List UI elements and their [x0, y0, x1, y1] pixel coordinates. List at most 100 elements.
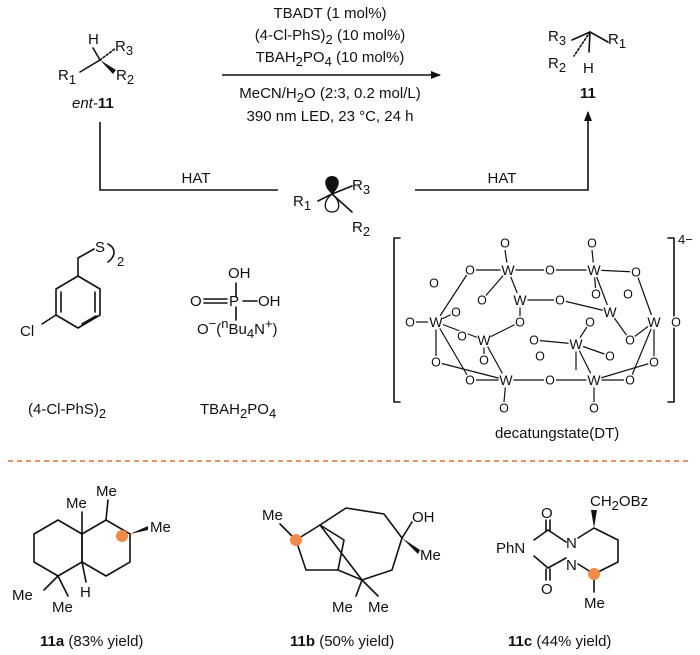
condition-disulfide: (4-Cl-PhS)2 (10 mol%) — [255, 27, 406, 47]
11c-site-dot — [588, 568, 600, 580]
dt-oxygen-backdrop — [450, 306, 462, 318]
11c-o-top: O — [541, 505, 553, 522]
phos-o: O — [190, 293, 202, 310]
dt-tungsten-atom: W — [587, 372, 601, 388]
11a-me-right: Me — [150, 519, 171, 536]
phos-oh2: OH — [258, 293, 281, 310]
dt-oxygen-atom: O — [623, 288, 633, 302]
dt-oxygen-atom: O — [671, 316, 681, 330]
dt-oxygen-backdrop — [588, 402, 600, 414]
sm-r3: R3 — [115, 38, 133, 58]
dt-bond — [593, 361, 655, 381]
11a-h: H — [80, 584, 91, 601]
11a-caption: 11a (83% yield) — [40, 633, 143, 650]
dt-tungsten-backdrop — [646, 314, 662, 330]
11c-phn: PhN — [496, 540, 525, 557]
hat-cycle: HAT HAT — [99, 111, 592, 191]
dt-oxygen-atom: O — [405, 316, 415, 330]
dt-oxygen-backdrop — [514, 316, 526, 328]
dt-oxygen-atom: O — [591, 288, 601, 302]
dt-oxygen-backdrop — [544, 264, 556, 276]
dt-oxygen-backdrop — [534, 350, 546, 362]
dt-bond — [629, 321, 655, 381]
starting-material-ent-11: H R3 R1 R2 ent-11 — [58, 31, 134, 112]
dt-oxygen-atom: O — [545, 374, 555, 388]
dt-oxygen-backdrop — [670, 316, 682, 328]
condition-tbadt: TBADT (1 mol%) — [273, 5, 386, 22]
dt-tungsten-backdrop — [428, 314, 444, 330]
dt-oxygen-backdrop — [604, 350, 616, 362]
dt-oxygen-atom: O — [515, 316, 525, 330]
dt-tungsten-atom: W — [647, 314, 661, 330]
11a-me-left: Me — [12, 587, 33, 604]
dt-charge: 4− — [678, 232, 693, 247]
dt-tungsten-atom: W — [429, 314, 443, 330]
11a-site-dot — [116, 530, 128, 542]
dt-oxygen-atom: O — [499, 402, 509, 416]
dt-bond — [635, 271, 655, 323]
dt-oxygen-atom: O — [545, 264, 555, 278]
dt-oxygen-atom: O — [457, 330, 467, 344]
phos-oh1: OH — [228, 265, 251, 282]
dt-bond — [435, 321, 471, 381]
dt-bond — [483, 339, 507, 381]
dt-tungsten-backdrop — [512, 292, 528, 308]
dt-oxygen-backdrop — [624, 334, 636, 346]
pr-h: H — [583, 60, 594, 77]
dt-oxygen-backdrop — [622, 288, 634, 300]
dt-oxygen-backdrop — [499, 237, 511, 249]
dt-oxygen-backdrop — [584, 316, 596, 328]
11c-o-bottom: O — [541, 581, 553, 598]
dt-tungsten-atom: W — [477, 332, 491, 348]
11b-me2: Me — [368, 599, 389, 616]
dt-oxygen-atom: O — [500, 237, 510, 251]
dt-oxygen-atom: O — [631, 266, 641, 280]
condition-phosphate: TBAH2PO4 (10 mol%) — [256, 49, 405, 69]
11b-me-right: Me — [420, 547, 441, 564]
dt-oxygen-atom: O — [477, 294, 487, 308]
dt-bonds — [416, 249, 655, 403]
sm-h: H — [88, 31, 99, 48]
dt-oxygen-atom: O — [649, 356, 659, 370]
dt-oxygen-atom: O — [451, 306, 461, 320]
11a-me-top: Me — [66, 495, 87, 512]
dt-oxygen-atom: O — [587, 237, 597, 251]
radical-intermediate: R1 R3 R2 — [293, 176, 370, 239]
condition-light: 390 nm LED, 23 °C, 24 h — [247, 108, 414, 125]
phosphate-label: TBAH2PO4 — [200, 401, 276, 421]
dt-tungsten-backdrop — [586, 262, 602, 278]
11b-me-left: Me — [262, 507, 283, 524]
dt-oxygen-backdrop — [456, 330, 468, 342]
phosphate-structure: OH O P OH O−(nBu4N+) TBAH2PO4 — [190, 265, 281, 421]
pr-r2: R2 — [548, 55, 566, 75]
product-11: R3 R1 R2 H 11 — [548, 28, 626, 102]
11b-me1: Me — [332, 599, 353, 616]
hat-left-label: HAT — [182, 170, 211, 187]
dt-oxygen-atom: O — [431, 356, 441, 370]
dt-tungsten-atom: W — [587, 262, 601, 278]
dt-oxygen-backdrop — [404, 316, 416, 328]
decatungstate-label: decatungstate(DT) — [495, 425, 619, 442]
dt-oxygen-atom: O — [479, 354, 489, 368]
example-11b-structure: Me Me Me OH Me 11b (50% yield) — [262, 507, 441, 650]
11b-caption: 11b (50% yield) — [290, 633, 394, 650]
dt-tungsten-backdrop — [498, 372, 514, 388]
dt-tungsten-atom: W — [501, 262, 515, 278]
dt-tungsten-atom: W — [499, 372, 513, 388]
dt-oxygen-atom: O — [465, 374, 475, 388]
phos-ominus: O−(nBu4N+) — [197, 316, 278, 341]
dt-tungsten-atom: W — [603, 304, 617, 320]
dt-oxygen-backdrop — [528, 334, 540, 346]
example-11a-structure: Me Me Me Me Me H 11a (83% yield) — [12, 483, 171, 650]
pr-r3: R3 — [548, 28, 566, 48]
dt-oxygen-backdrop — [478, 354, 490, 366]
dt-oxygen-backdrop — [544, 374, 556, 386]
dt-bond — [559, 299, 611, 313]
dt-oxygen-atom: O — [429, 277, 439, 291]
dt-oxygen-atom: O — [529, 334, 539, 348]
dt-bond — [435, 361, 507, 381]
dt-tungsten-backdrop — [602, 304, 618, 320]
